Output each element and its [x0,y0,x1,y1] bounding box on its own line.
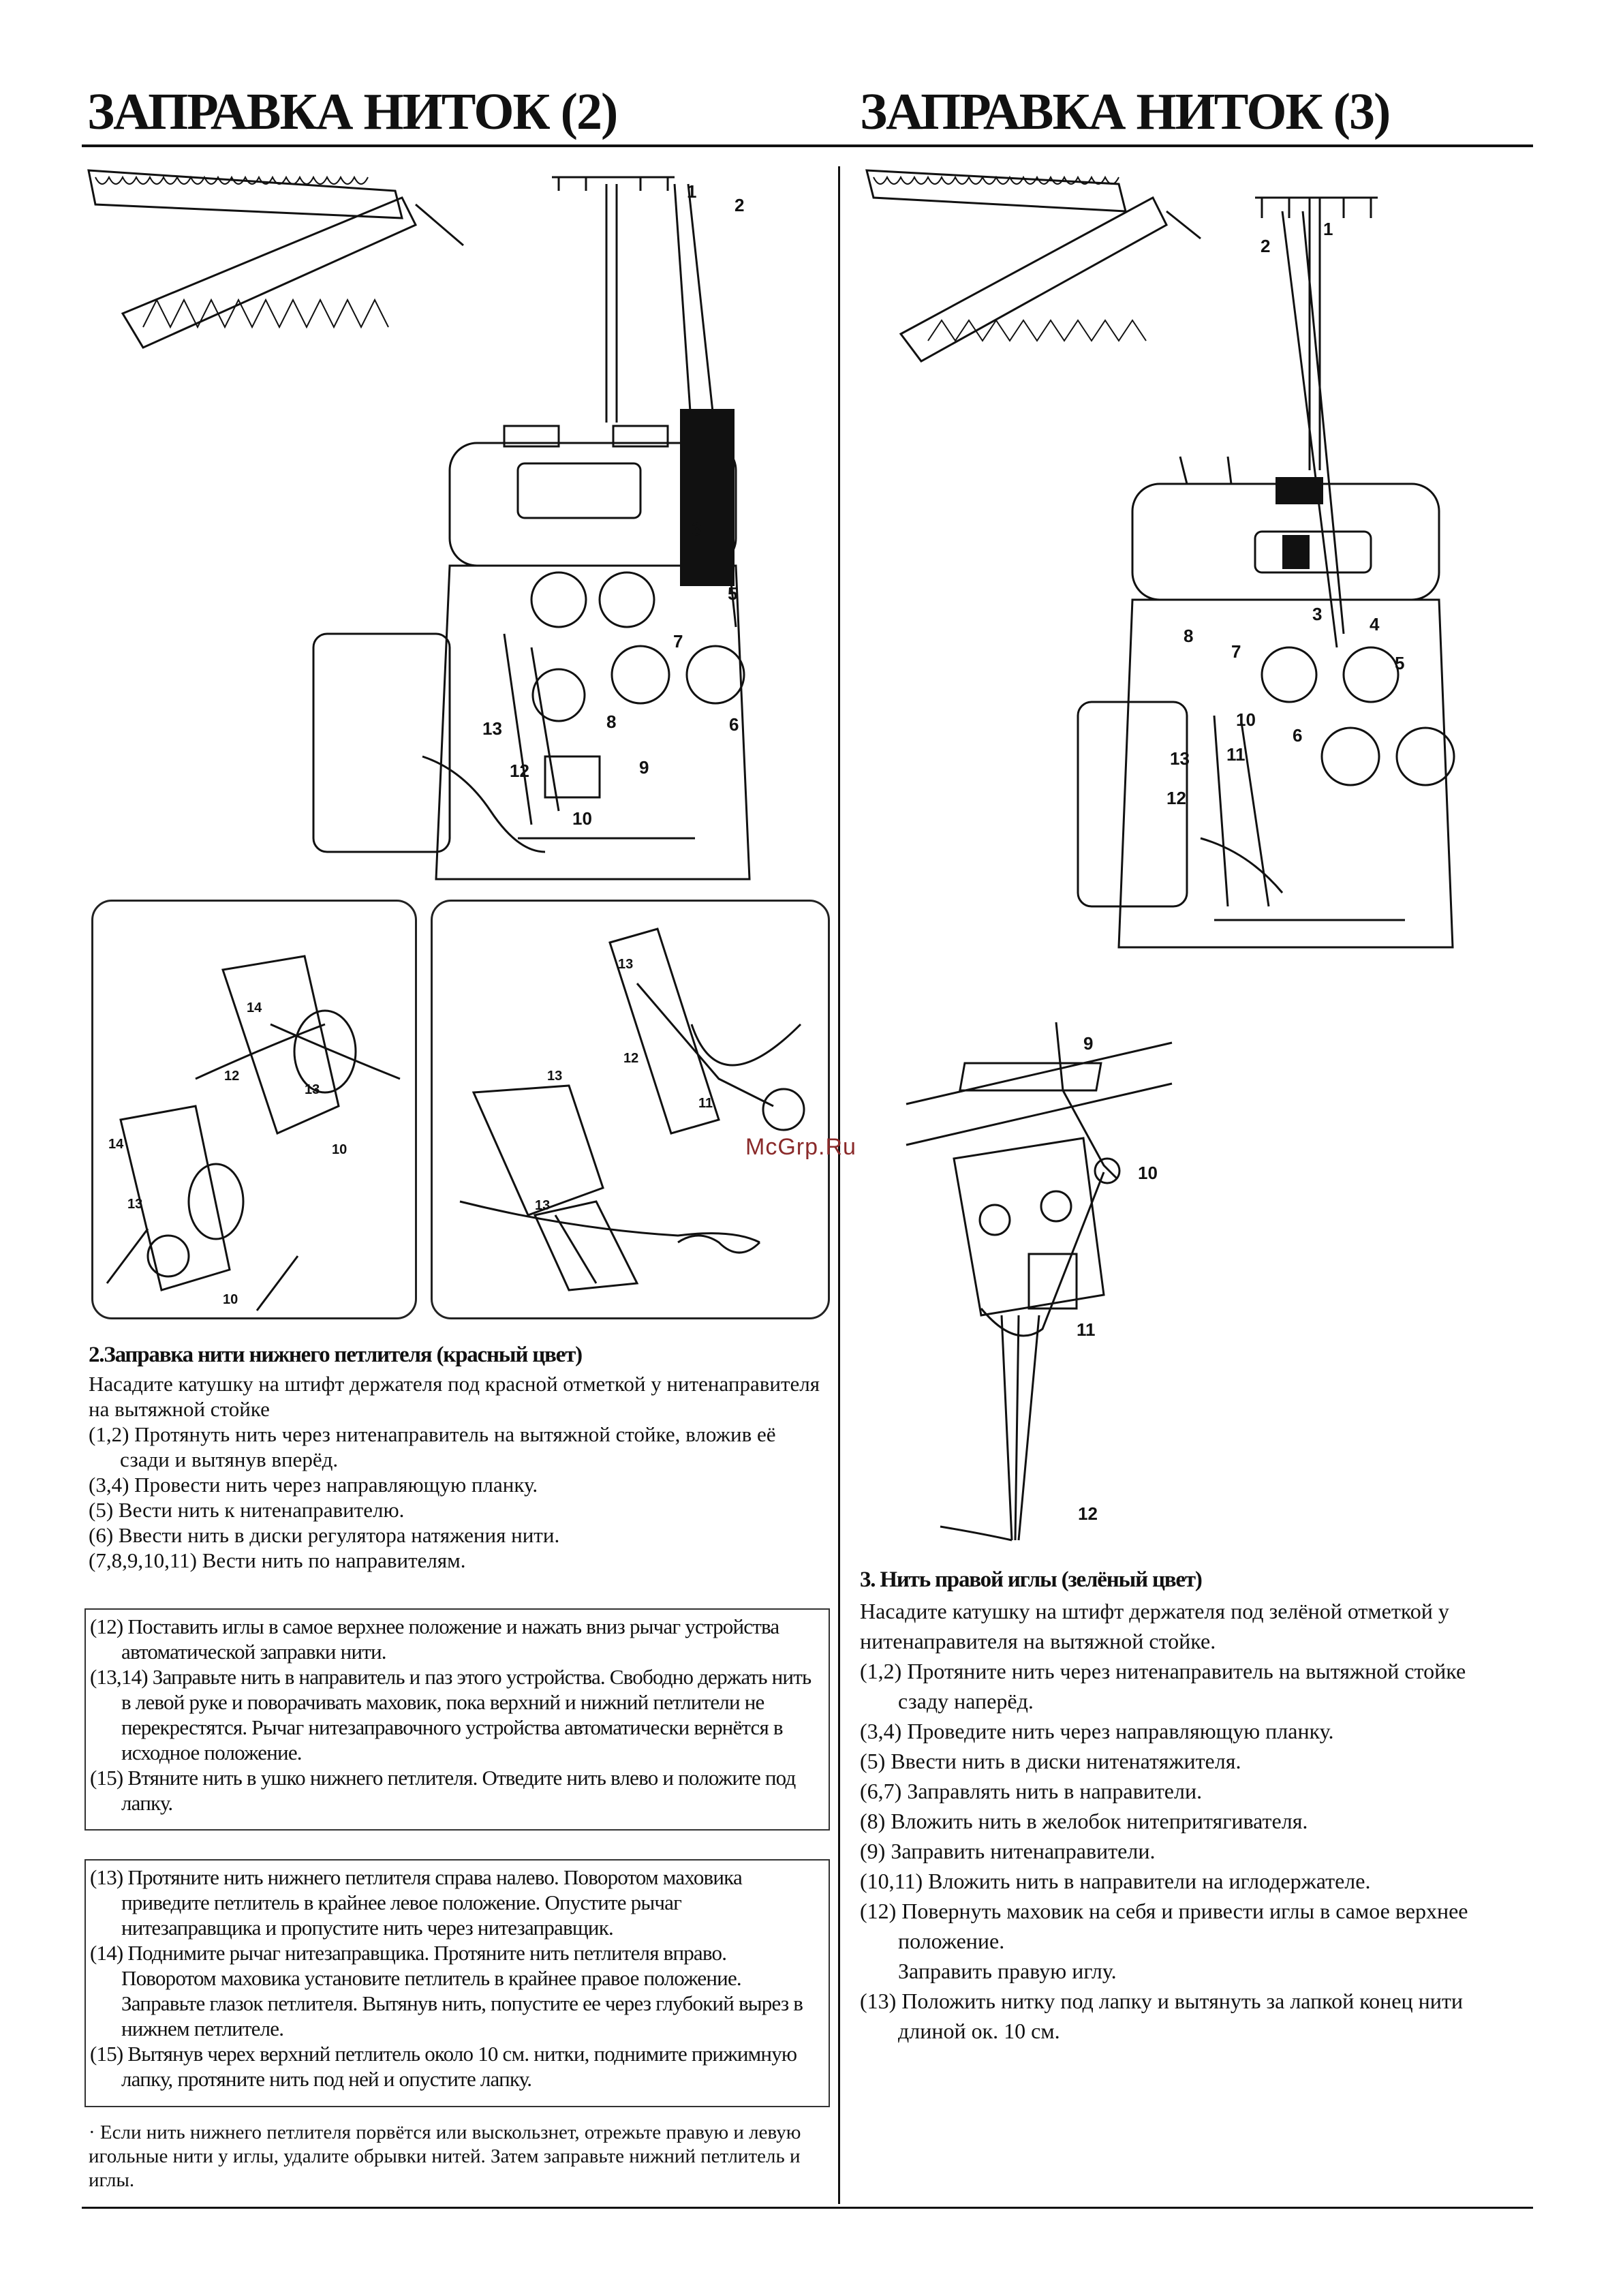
step-text: (12) Повернуть маховик на себя и привест… [860,1899,1468,1953]
fig-label: 10 [1236,709,1256,730]
page-title-right: ЗАПРАВКА НИТОК (3) [860,83,1391,140]
footer-rule [82,2207,1533,2209]
needle-label: 9 [1083,1033,1093,1054]
inset-label: 10 [332,1142,347,1157]
inset-label: 14 [108,1137,124,1152]
serger-threading-figure-right: 2 1 3 4 5 8 7 10 6 13 11 12 [860,157,1514,988]
inset-label: 13 [547,1069,562,1084]
lower-looper-instructions: Насадите катушку на штифт держателя под … [89,1371,828,1573]
step-text: (3,4) Проведите нить через направляющую … [860,1719,1334,1743]
fig-label: 3 [1312,604,1322,624]
needle-label: 10 [1138,1163,1158,1183]
fig-label: 8 [1184,626,1193,646]
fig-label: 11 [1226,744,1246,765]
fig-label: 12 [1166,788,1186,808]
inset-label: 13 [305,1082,320,1097]
step-text: (5) Ввести нить в диски нитенатяжителя. [860,1749,1241,1773]
fig-label: 3 [692,519,701,539]
step-text: (1,2) Протяните нить через нитенаправите… [860,1659,1466,1713]
inset-label: 12 [623,1051,638,1066]
inset-label: 10 [223,1292,238,1307]
fig-label: 10 [572,808,592,829]
fig-label: 13 [1170,748,1190,769]
fig-label: 7 [673,631,683,652]
intro-text: Насадите катушку на штифт держателя под … [89,1372,820,1421]
inset-label: 13 [127,1197,142,1212]
inset-label: 14 [247,1000,262,1015]
step-text: (13) Положить нитку под лапку и вытянуть… [860,1989,1463,2043]
inset-label: 13 [618,957,633,972]
column-divider [838,166,840,2204]
fig-label: 12 [510,761,529,781]
fig-label: 6 [1293,725,1302,746]
inset-label: 11 [698,1096,713,1111]
right-needle-threading-figure: 9 10 11 12 [899,1009,1186,1554]
broken-thread-note: · Если нить нижнего петлителя порвётся и… [89,2122,801,2191]
step-text: (9) Заправить нитенаправители. [860,1839,1156,1863]
fig-label: 7 [1231,641,1241,662]
page-title-left: ЗАПРАВКА НИТОК (2) [87,83,618,140]
step-text: Заправить правую иглу. [898,1959,1117,1983]
inset-label: 12 [224,1069,239,1084]
fig-label: 1 [1323,219,1333,239]
step-text: (10,11) Вложить нить в направители на иг… [860,1869,1371,1893]
fig-label: 1 [687,181,696,202]
step-text: (7,8,9,10,11) Вести нить по направителям… [89,1548,466,1572]
box2-step: (15) Вытянув черех верхний петлитель око… [90,2042,797,2091]
box1-step: (12) Поставить иглы в самое верхнее поло… [90,1614,779,1664]
step-text: (8) Вложить нить в желобок нитепритягива… [860,1809,1308,1833]
inset-looper-threader-1: 14 12 13 10 14 13 10 [91,900,417,1319]
step-text: (6) Ввести нить в диски регулятора натяж… [89,1523,560,1547]
step-text: (1,2) Протянуть нить через нитенаправите… [89,1422,776,1471]
fig-label: 13 [482,718,502,739]
section-heading-lower-looper: 2.Заправка нити нижнего петлителя (красн… [89,1343,583,1367]
section-heading-right-needle: 3. Нить правой иглы (зелёный цвет) [860,1567,1203,1592]
step-text: (6,7) Заправлять нить в направители. [860,1779,1203,1803]
right-needle-instructions: Насадите катушку на штифт держателя под … [860,1596,1514,2046]
watermark-text: McGrp.Ru [745,1134,856,1160]
fig-label: 6 [729,714,739,735]
step-text: (5) Вести нить к нитенаправителю. [89,1498,405,1522]
fig-label: 5 [728,583,737,604]
step-text: (3,4) Провести нить через направляющую п… [89,1473,538,1497]
fig-label: 2 [735,195,744,215]
inset-label: 13 [535,1198,550,1213]
intro-text: Насадите катушку на штифт держателя под … [860,1599,1449,1653]
box1-step: (13,14) Заправьте нить в направитель и п… [90,1665,812,1764]
needle-label: 11 [1077,1319,1096,1340]
fig-label: 2 [1261,236,1270,256]
manual-threader-box: (13) Протяните нить нижнего петлителя сп… [84,1859,830,2107]
fig-label: 5 [1395,653,1404,673]
fig-label: 9 [639,757,649,778]
fig-label: 8 [606,711,616,732]
serger-threading-figure-left: 1 2 3 5 7 6 13 12 8 9 10 [82,157,818,893]
box2-step: (14) Поднимите рычаг нитезаправщика. Про… [90,1941,803,2040]
auto-threader-box: (12) Поставить иглы в самое верхнее поло… [84,1608,830,1831]
needle-label: 12 [1078,1503,1098,1524]
box2-step: (13) Протяните нить нижнего петлителя сп… [90,1865,743,1940]
inset-looper-threader-2: 13 12 11 13 13 [431,900,830,1319]
header-rule [82,144,1533,147]
box1-step: (15) Втяните нить в ушко нижнего петлите… [90,1766,796,1815]
fig-label: 4 [1370,614,1380,634]
